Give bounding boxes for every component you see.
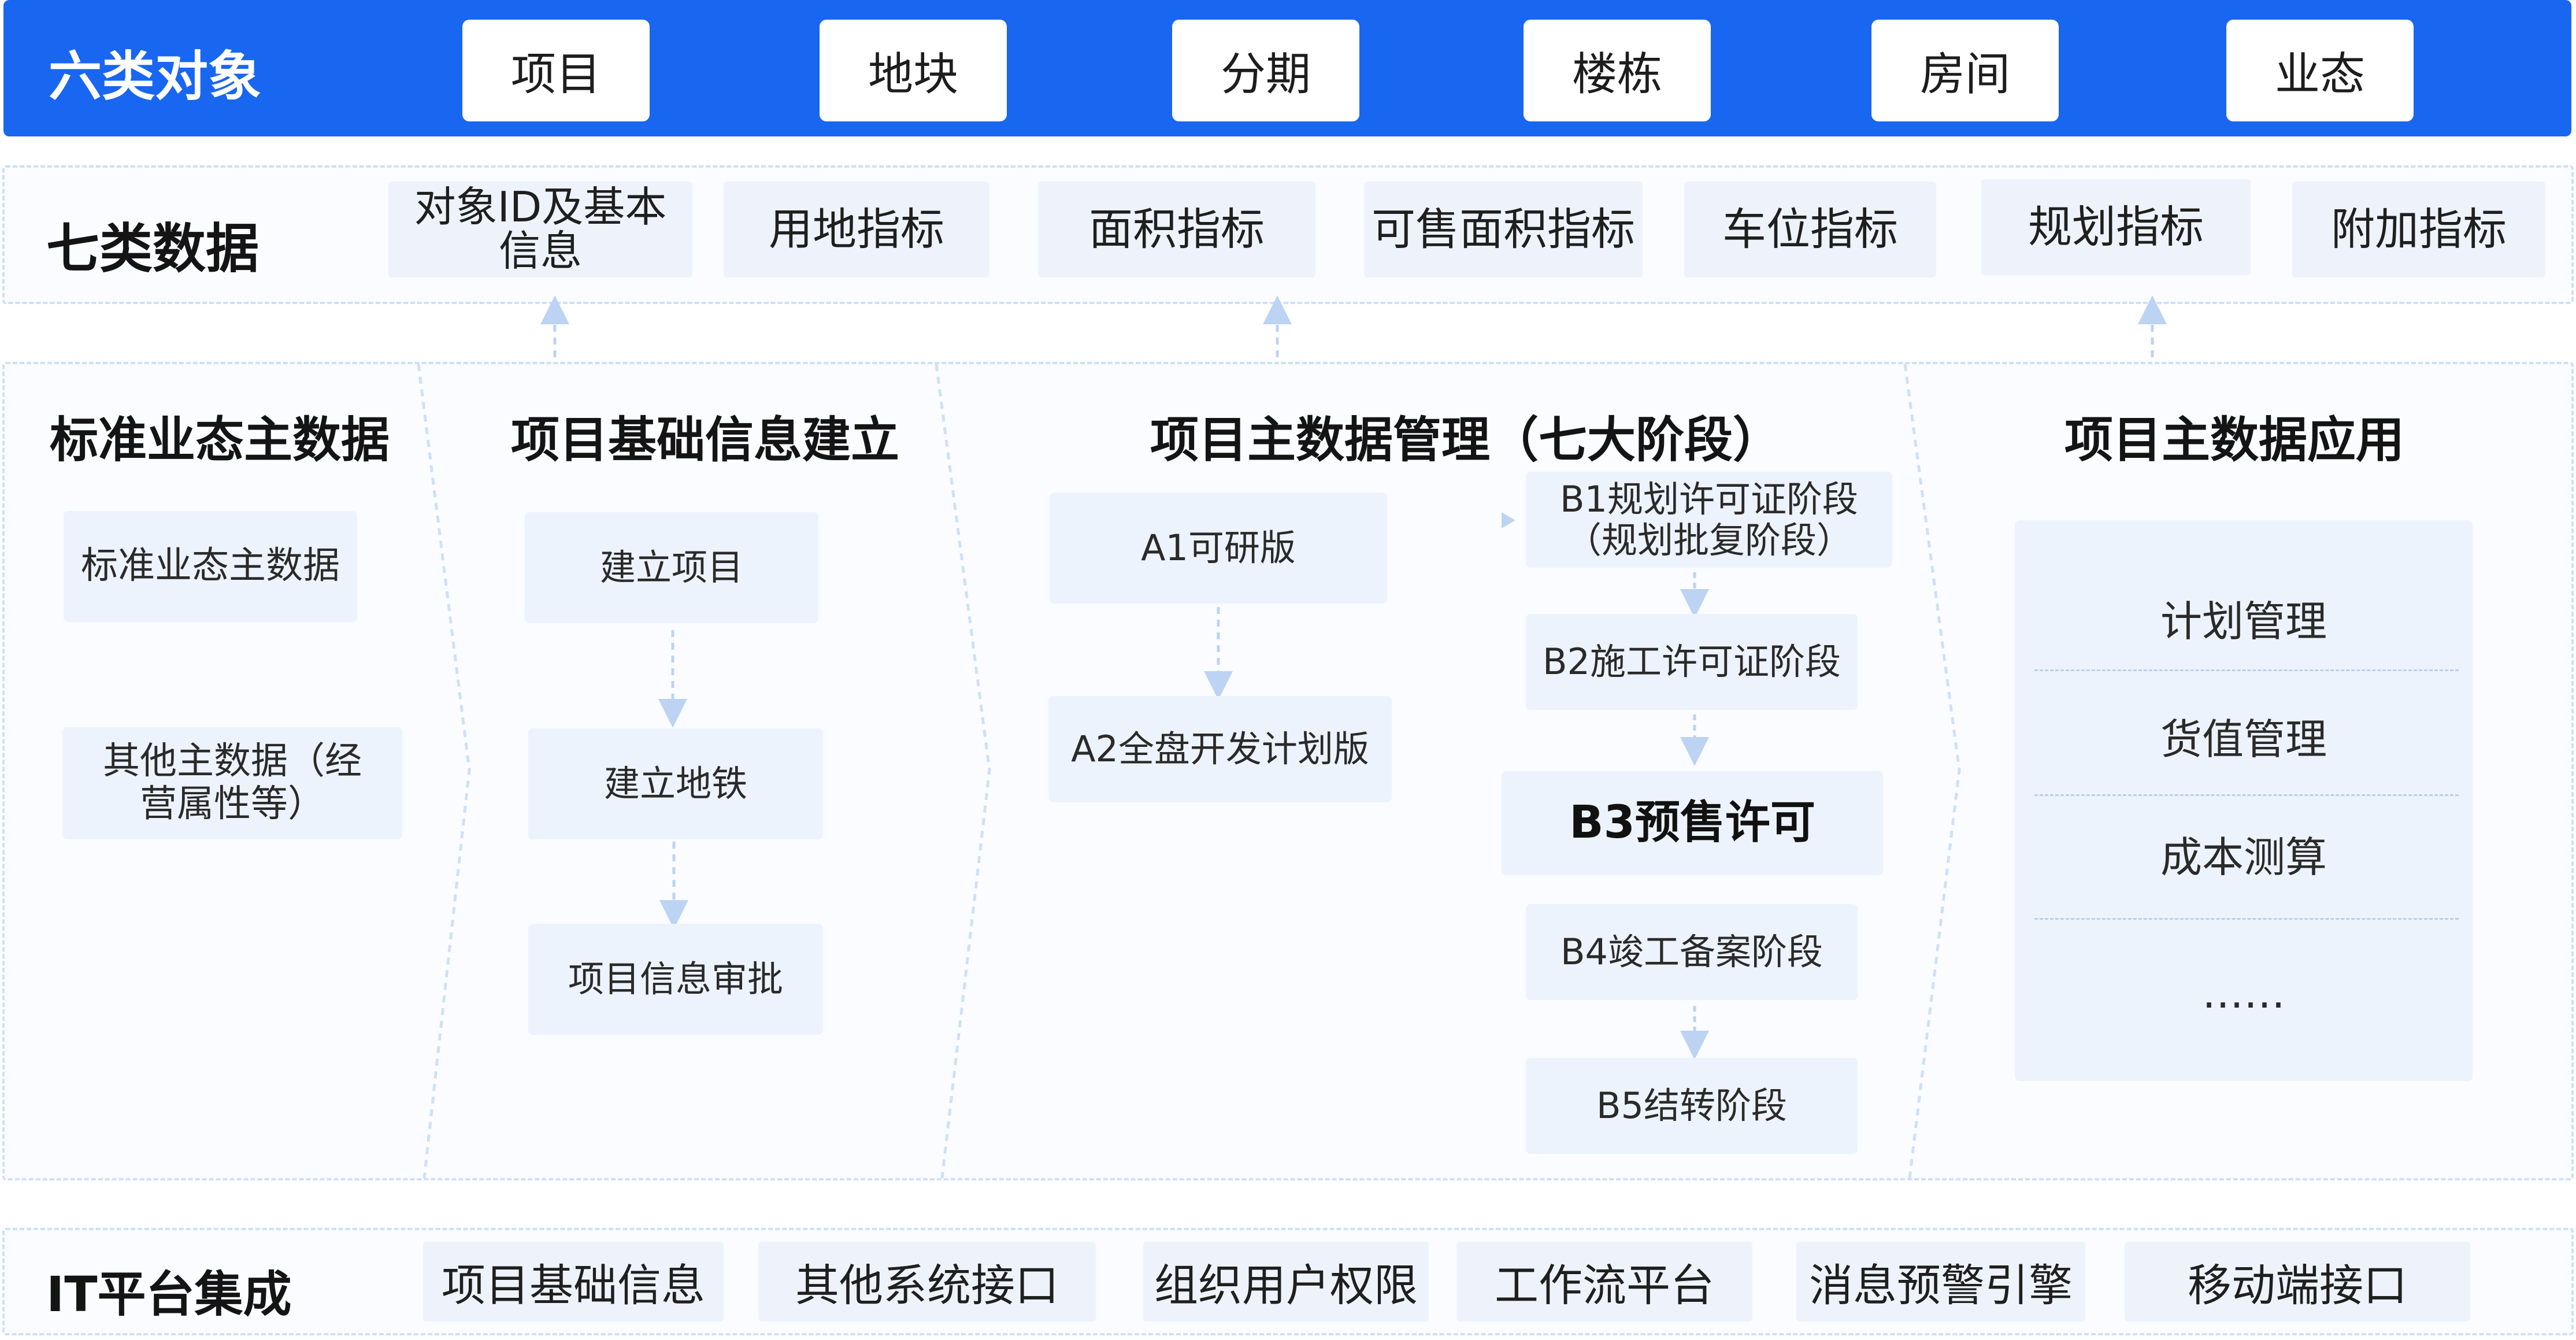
stage-b2: B2施工许可证阶段: [1526, 614, 1858, 710]
app-divider-3: [2034, 918, 2459, 920]
object-project: 项目: [462, 20, 650, 121]
object-format: 业态: [2226, 20, 2414, 121]
stage-b1: B1规划许可证阶段（规划批复阶段）: [1526, 472, 1892, 568]
data-land-index: 用地指标: [724, 182, 989, 277]
data-saleable-area-index: 可售面积指标: [1364, 182, 1643, 277]
data-area-index: 面积指标: [1038, 182, 1315, 277]
step-create-metro: 建立地铁: [528, 728, 823, 839]
stage-a1: A1可研版: [1050, 493, 1387, 604]
object-phase: 分期: [1172, 20, 1359, 121]
objects-banner: 六类对象 项目 地块 分期 楼栋 房间 业态: [3, 0, 2571, 136]
arrow-to-b1: [1502, 512, 1515, 528]
app-more: ……: [2202, 969, 2285, 1017]
step-create-project: 建立项目: [525, 512, 818, 623]
data-planning-index: 规划指标: [1981, 179, 2251, 275]
app-divider-1: [2034, 669, 2459, 671]
app-cost-estimation: 成本测算: [2160, 833, 2327, 882]
objects-title: 六类对象: [49, 46, 262, 108]
standard-data-title: 标准业态主数据: [50, 412, 390, 468]
stage-b3: B3预售许可: [1502, 771, 1883, 875]
it-project-basic-info: 项目基础信息: [423, 1242, 724, 1322]
master-mgmt-title: 项目主数据管理（七大阶段）: [1150, 412, 1782, 468]
app-plan-management: 计划管理: [2160, 597, 2327, 646]
data-additional-index: 附加指标: [2292, 182, 2545, 277]
object-building: 楼栋: [1524, 20, 1711, 121]
divider-chevron-2: [935, 364, 991, 1179]
data-parking-index: 车位指标: [1684, 182, 1936, 277]
app-value-management: 货值管理: [2160, 715, 2327, 764]
divider-chevron-3: [1903, 364, 1961, 1179]
divider-chevron-1: [417, 364, 471, 1179]
data-types-title: 七类数据: [46, 218, 260, 280]
it-org-user-permission: 组织用户权限: [1143, 1242, 1429, 1322]
stage-b4: B4竣工备案阶段: [1526, 904, 1858, 1000]
it-message-alert-engine: 消息预警引擎: [1796, 1242, 2085, 1322]
step-info-approval: 项目信息审批: [528, 924, 823, 1035]
stage-a2: A2全盘开发计划版: [1048, 696, 1392, 802]
standard-format-data-box: 标准业态主数据: [64, 511, 357, 622]
app-divider-2: [2034, 794, 2459, 796]
basic-info-title: 项目基础信息建立: [511, 412, 900, 468]
stage-b5: B5结转阶段: [1526, 1058, 1858, 1154]
it-workflow-platform: 工作流平台: [1456, 1242, 1752, 1322]
object-plot: 地块: [820, 20, 1007, 121]
data-object-id: 对象ID及基本信息: [388, 182, 692, 277]
object-room: 房间: [1871, 20, 2059, 121]
application-title: 项目主数据应用: [2064, 412, 2405, 468]
it-mobile-interface: 移动端接口: [2125, 1242, 2470, 1322]
other-master-data-box: 其他主数据（经营属性等）: [62, 727, 402, 839]
application-card: [2015, 520, 2473, 1081]
it-other-system-interface: 其他系统接口: [758, 1242, 1096, 1322]
it-platform-title: IT平台集成: [46, 1266, 292, 1323]
